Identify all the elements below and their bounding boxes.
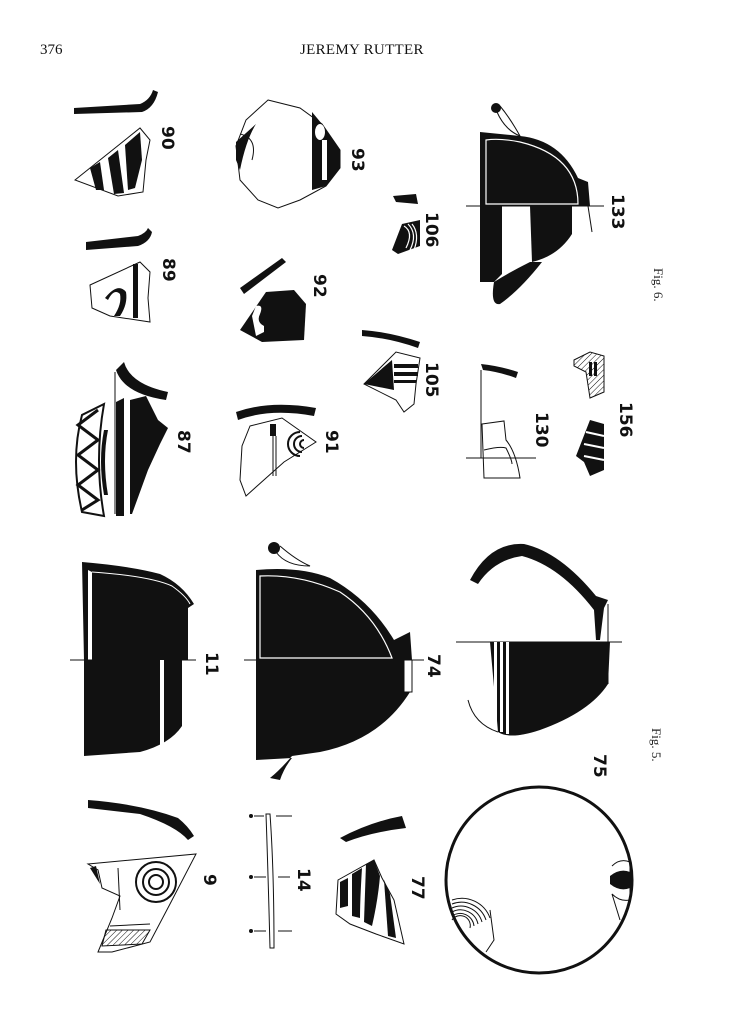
label-90: 90 [157, 126, 177, 150]
page-number: 376 [40, 42, 63, 58]
label-89: 89 [158, 258, 178, 282]
rim-14 [249, 813, 292, 949]
caption-fig-5: Fig. 5. [649, 728, 664, 762]
label-14: 14 [293, 868, 313, 892]
vessel-11 [70, 562, 196, 756]
sherd-90 [73, 90, 158, 197]
label-106: 106 [421, 212, 441, 248]
label-156: 156 [615, 402, 635, 438]
label-74: 74 [423, 654, 443, 678]
sherd-93 [235, 99, 341, 209]
label-130: 130 [531, 412, 551, 448]
sherd-77 [335, 816, 406, 945]
label-133: 133 [607, 194, 627, 230]
sherd-130 [466, 364, 536, 479]
label-91: 91 [321, 430, 341, 454]
sherd-87 [75, 362, 168, 518]
label-93: 93 [347, 148, 367, 172]
label-9: 9 [199, 874, 219, 886]
sherds-156 [573, 351, 605, 476]
sherd-89 [86, 228, 152, 323]
label-75: 75 [589, 754, 609, 778]
sherd-9 [86, 800, 197, 953]
label-11: 11 [201, 652, 221, 676]
label-77: 77 [407, 876, 427, 900]
label-92: 92 [309, 274, 329, 298]
label-87: 87 [173, 430, 193, 454]
sherd-91 [236, 404, 317, 497]
vessel-74 [244, 542, 424, 780]
vessel-133 [466, 103, 604, 305]
sherd-92 [240, 258, 306, 342]
sherd-106 [392, 194, 420, 254]
caption-fig-6: Fig. 6. [651, 268, 666, 302]
running-head: JEREMY RUTTER [300, 42, 424, 58]
label-105: 105 [421, 362, 441, 398]
sherd-105 [362, 330, 421, 413]
vessel-75 [456, 543, 622, 736]
vessel-75-top-view [444, 785, 634, 975]
